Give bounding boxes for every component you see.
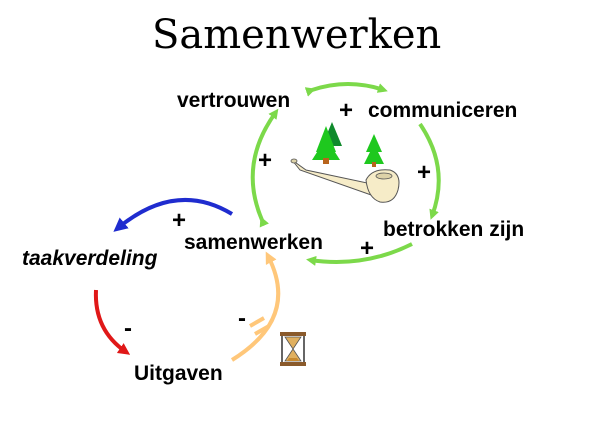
arrow-samenwerken-taakverdeling	[113, 197, 234, 232]
arrow-samenwerken-vertrouwen	[250, 108, 279, 228]
hourglass-icon	[280, 332, 306, 366]
sign-samenwerken-vertrouwen: +	[258, 147, 272, 174]
pine-trees-icon	[312, 122, 384, 167]
node-vertrouwen: vertrouwen	[177, 89, 290, 112]
arrow-taakverdeling-uitgaven	[93, 289, 131, 355]
arrow-communiceren-betrokken	[418, 122, 441, 220]
sign-samenwerken-taakverdeling: +	[172, 207, 186, 234]
diagram-title: Samenwerken	[152, 12, 441, 58]
sign-communiceren-betrokken: +	[417, 159, 431, 186]
sign-taakverdeling-uitgaven: -	[124, 315, 132, 342]
arrow-uitgaven-samenwerken	[230, 251, 281, 362]
sign-vertrouwen-communiceren: +	[339, 97, 353, 124]
node-communiceren: communiceren	[368, 99, 517, 122]
peace-pipe-icon	[290, 158, 400, 203]
sign-uitgaven-samenwerken: -	[238, 305, 246, 332]
node-samenwerken: samenwerken	[184, 231, 323, 254]
node-betrokken-zijn: betrokken zijn	[383, 218, 524, 241]
sign-betrokken-samenwerken: +	[360, 235, 374, 262]
node-uitgaven: Uitgaven	[134, 362, 223, 385]
arrow-vertrouwen-communiceren	[304, 82, 388, 97]
arrow-betrokken-samenwerken	[306, 242, 413, 266]
delay-mark	[249, 316, 270, 336]
node-taakverdeling: taakverdeling	[22, 247, 158, 270]
